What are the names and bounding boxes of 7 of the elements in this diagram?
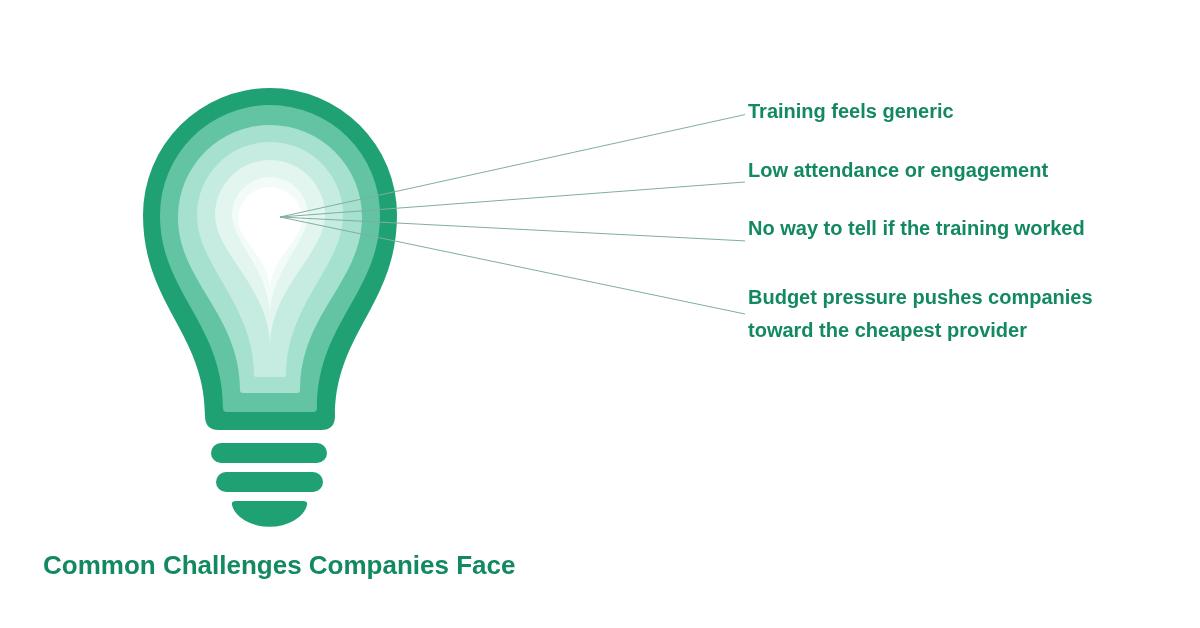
leader-line bbox=[279, 216, 746, 315]
leader-line bbox=[279, 216, 746, 242]
challenge-text: Low attendance or engagement bbox=[748, 155, 1049, 185]
challenge-text: Training feels generic bbox=[748, 96, 954, 126]
diagram-title: Common Challenges Companies Face bbox=[43, 549, 516, 582]
challenge-text: Budget pressure pushes companies toward the cheapest provider bbox=[748, 281, 1153, 347]
challenge-text: No way to tell if the training worked bbox=[748, 213, 1085, 243]
